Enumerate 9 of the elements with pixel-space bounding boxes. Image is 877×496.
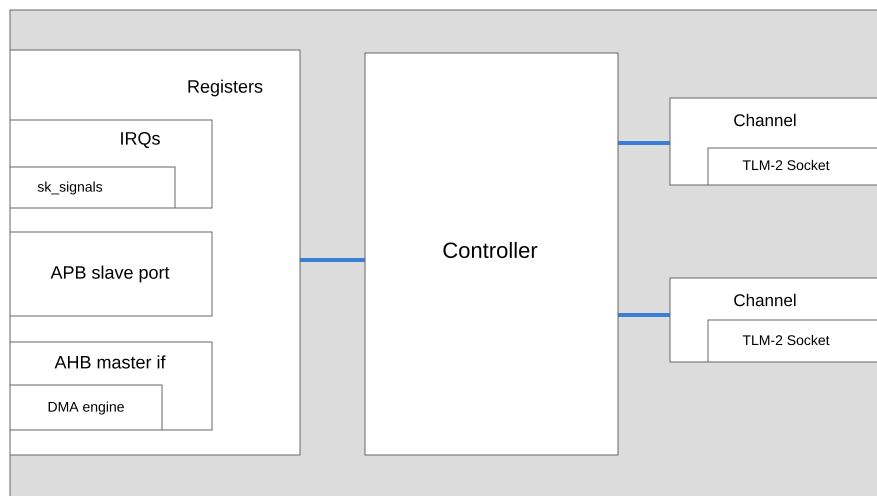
component-box: sk_signals	[10, 166, 176, 208]
component-box: TLM-2 Socket	[708, 320, 877, 362]
component-box: TLM-2 Socket	[708, 148, 877, 186]
connector-line	[618, 313, 670, 317]
connector-line	[618, 141, 670, 145]
component-box: Controller	[364, 52, 618, 456]
component-box: DMA engine	[10, 384, 162, 430]
component-box: APB slave port	[10, 232, 212, 316]
connector-line	[300, 258, 364, 262]
